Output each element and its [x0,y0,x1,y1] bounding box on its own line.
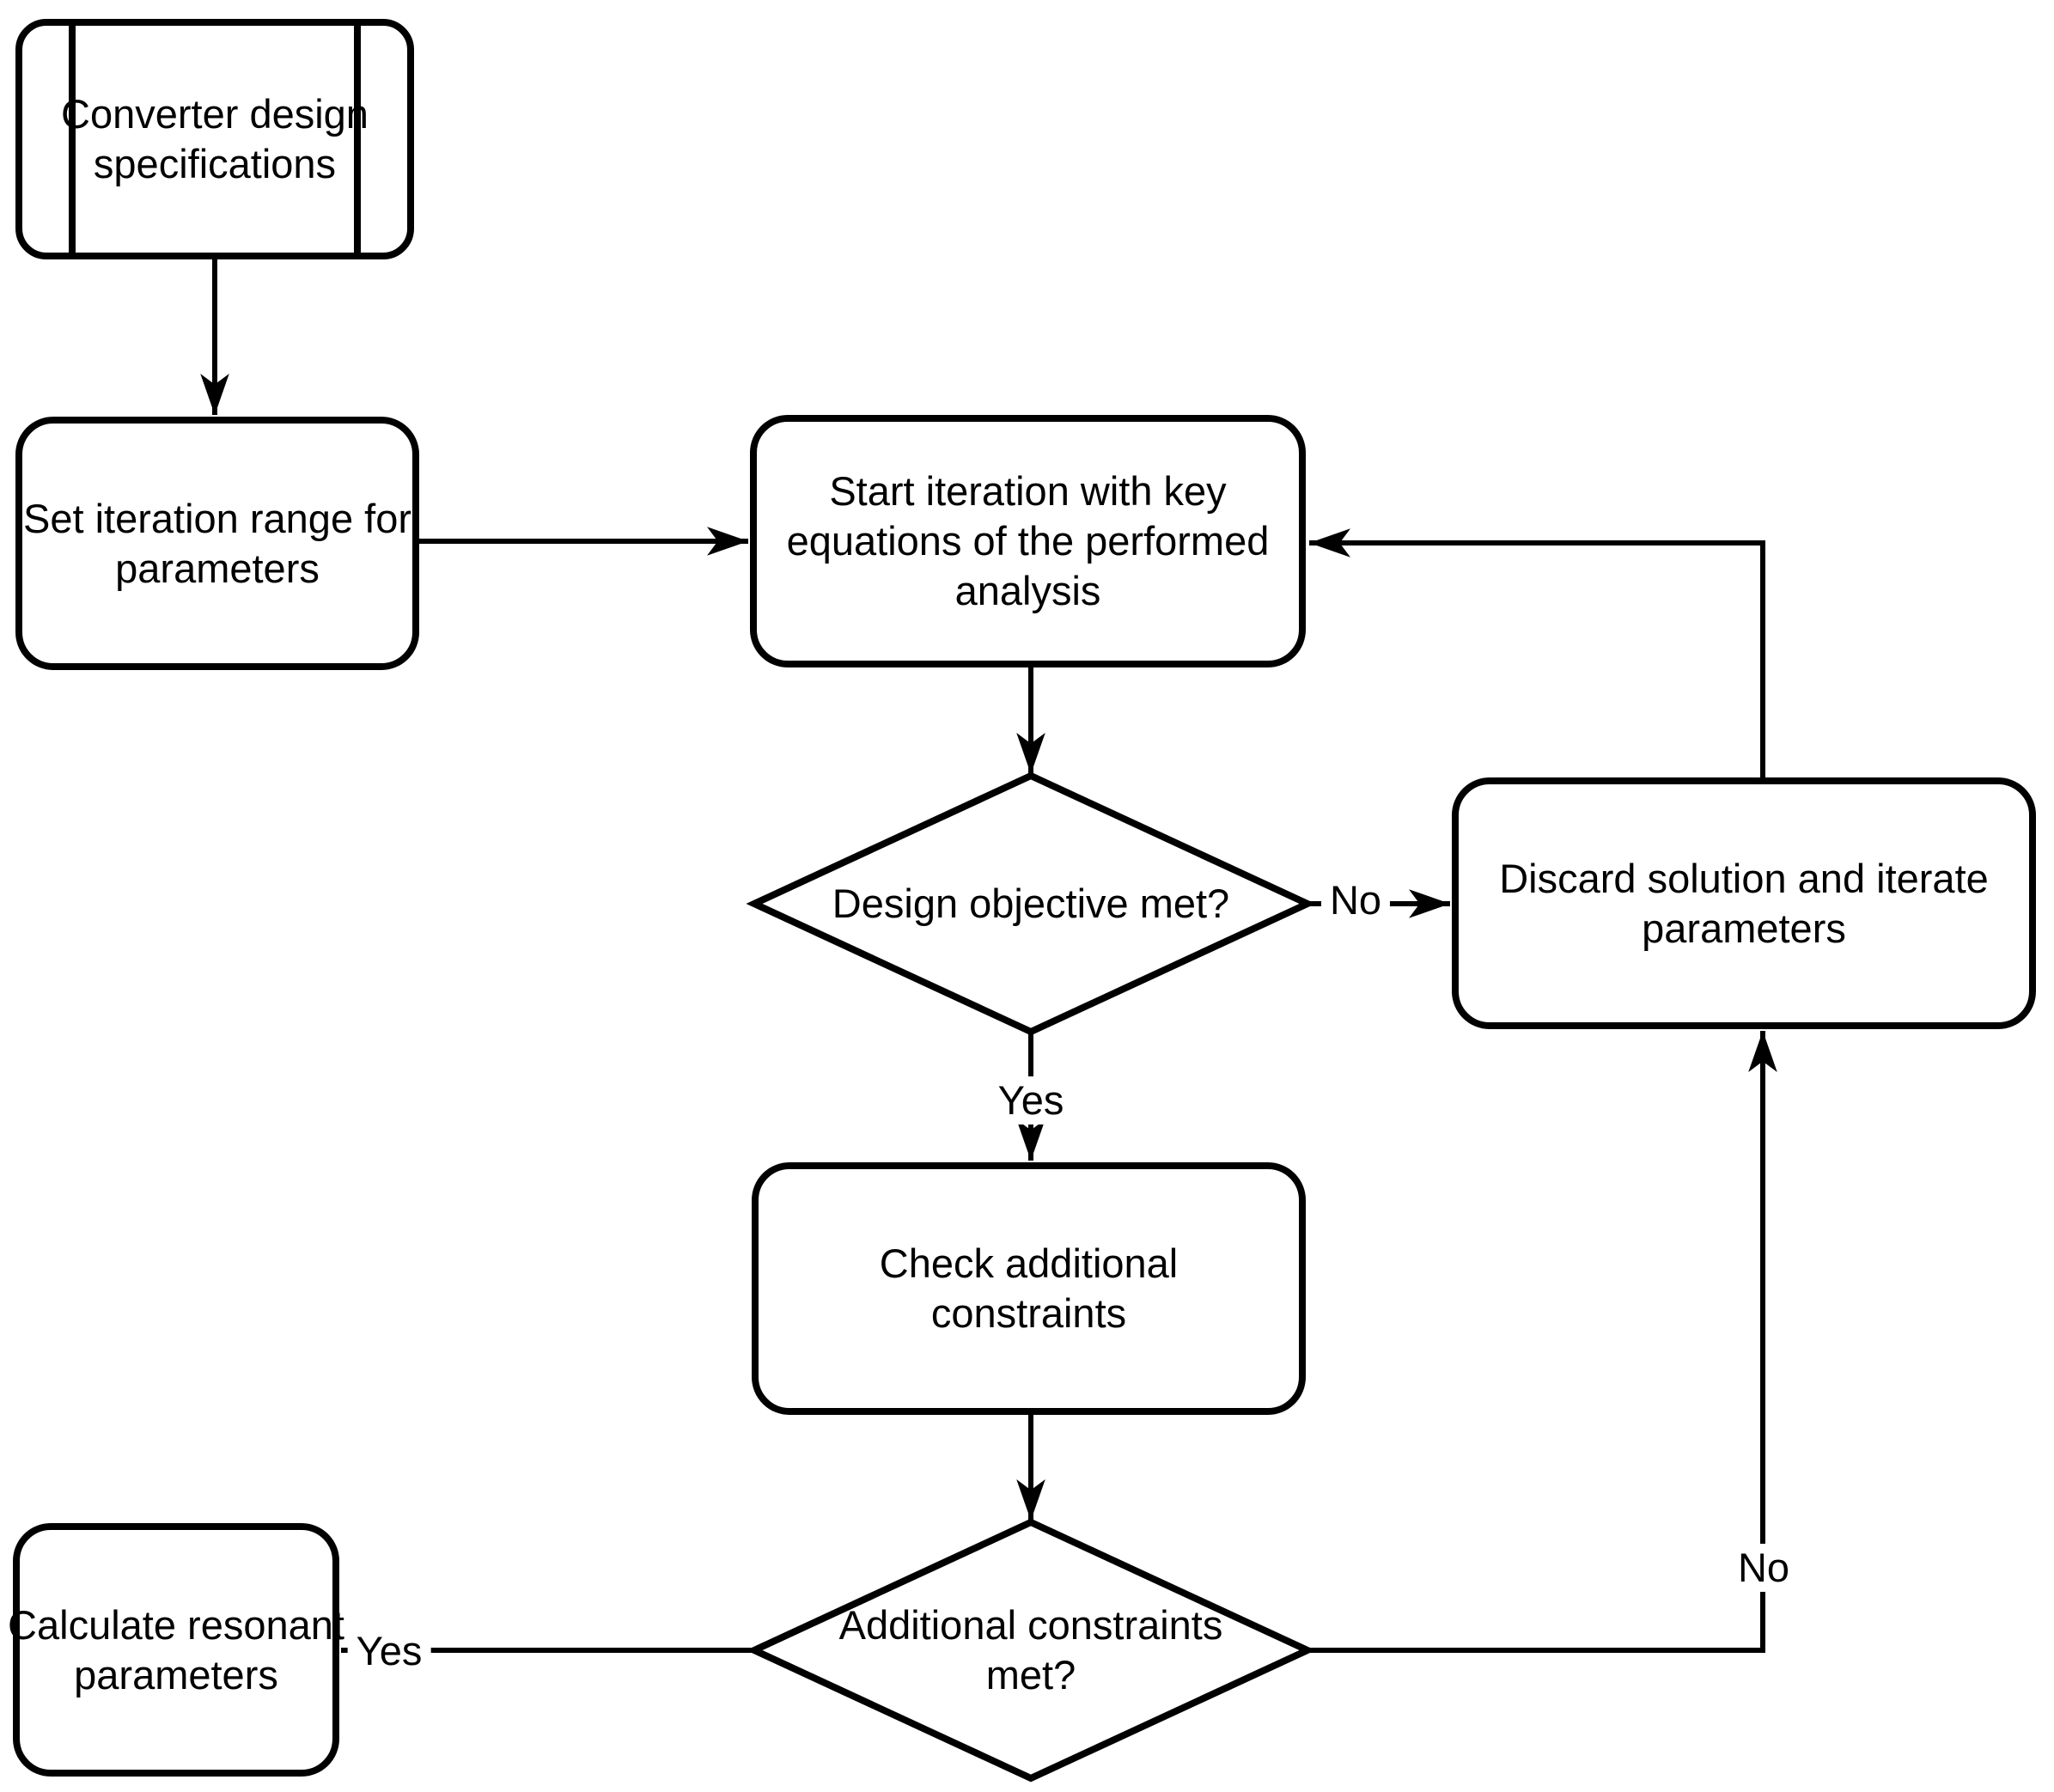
node-label-line: Additional constraints [838,1602,1223,1648]
node-label-line: Set iteration range for [23,495,411,541]
node-label-line: parameters [1642,905,1846,951]
node-label-line: Converter design [61,91,369,137]
decision-diamond-additional-constraints [746,1518,1316,1783]
node-set-iteration-range: Set iteration range for parameters [15,417,419,670]
edge-label-design-objective-no: No [1320,876,1391,924]
node-label-line: parameters [115,545,320,591]
node-label-line: met? [985,1652,1076,1698]
node-label-line: constraints [930,1290,1127,1336]
node-label-line: parameters [74,1651,278,1698]
node-label-line: Calculate resonant [8,1601,344,1648]
edge-label-additional-constraints-no: No [1728,1544,1799,1592]
decision-diamond-design-objective [746,771,1316,1036]
edge-label-design-objective-yes: Yes [989,1076,1073,1125]
node-label-line: Start iteration with key [829,468,1227,514]
edge-discard-to-startiteration [1309,528,1765,777]
node-label-line: Check additional [879,1240,1179,1286]
node-converter-design-specifications: Converter design specifications [15,19,414,259]
node-check-additional-constraints: Check additional constraints [752,1162,1306,1415]
node-label-line: analysis [954,568,1101,613]
decision-label-additional-constraints: Additional constraints met? [839,1600,1223,1700]
node-calculate-resonant-parameters: Calculate resonant parameters [8,1523,344,1777]
node-label-line: specifications [93,141,337,186]
node-label-line: Discard solution and iterate [1499,855,1989,901]
edge-label-additional-constraints-yes: Yes [347,1627,431,1675]
predefined-process-right-bar [354,26,361,253]
decision-label-design-objective: Design objective met? [832,879,1229,929]
node-label-line: Design objective met? [832,881,1230,926]
predefined-process-left-bar [69,26,76,253]
node-start-iteration: Start iteration with key equations of th… [750,415,1306,667]
node-discard-solution: Discard solution and iterate parameters [1452,777,2036,1029]
edge-additionalconstraints-no-to-discard [1307,1031,1777,1653]
node-label-line: equations of the performed [786,518,1270,564]
